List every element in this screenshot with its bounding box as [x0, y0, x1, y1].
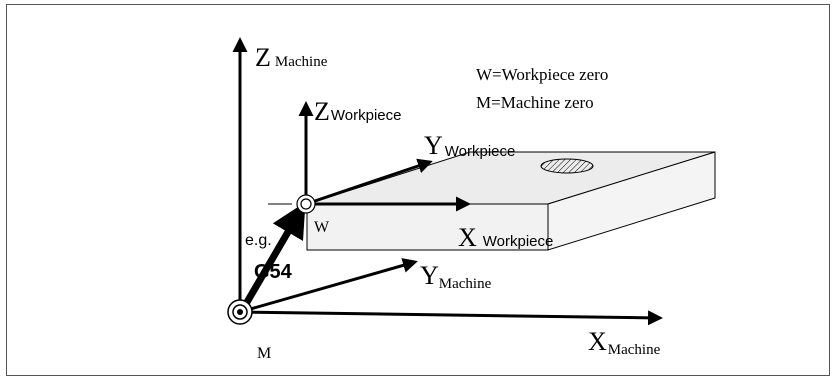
machine-axes	[232, 37, 663, 326]
z-workpiece-label: ZWorkpiece	[314, 97, 401, 126]
legend-workpiece-zero: W=Workpiece zero	[476, 65, 608, 84]
y-machine-axis	[239, 258, 418, 314]
diagram-frame	[6, 4, 830, 376]
workpiece-zero-label: W	[314, 219, 330, 236]
x-machine-label: XMachine	[588, 327, 661, 358]
workpiece-hole	[540, 158, 594, 174]
x-machine-axis	[239, 310, 663, 326]
machine-zero-label: M	[257, 345, 271, 362]
g54-offset-arrow	[239, 201, 306, 311]
workpiece-side-face	[547, 151, 716, 251]
machine-zero-symbol	[227, 299, 253, 325]
y-machine-label: YMachine	[420, 261, 492, 292]
legend-machine-zero: M=Machine zero	[476, 93, 594, 112]
example-label: e.g.	[245, 232, 272, 249]
workpiece-axes	[268, 101, 471, 212]
workpiece-zero-symbol	[296, 194, 316, 214]
y-workpiece-axis	[305, 158, 433, 206]
g54-label: G54	[254, 261, 293, 283]
